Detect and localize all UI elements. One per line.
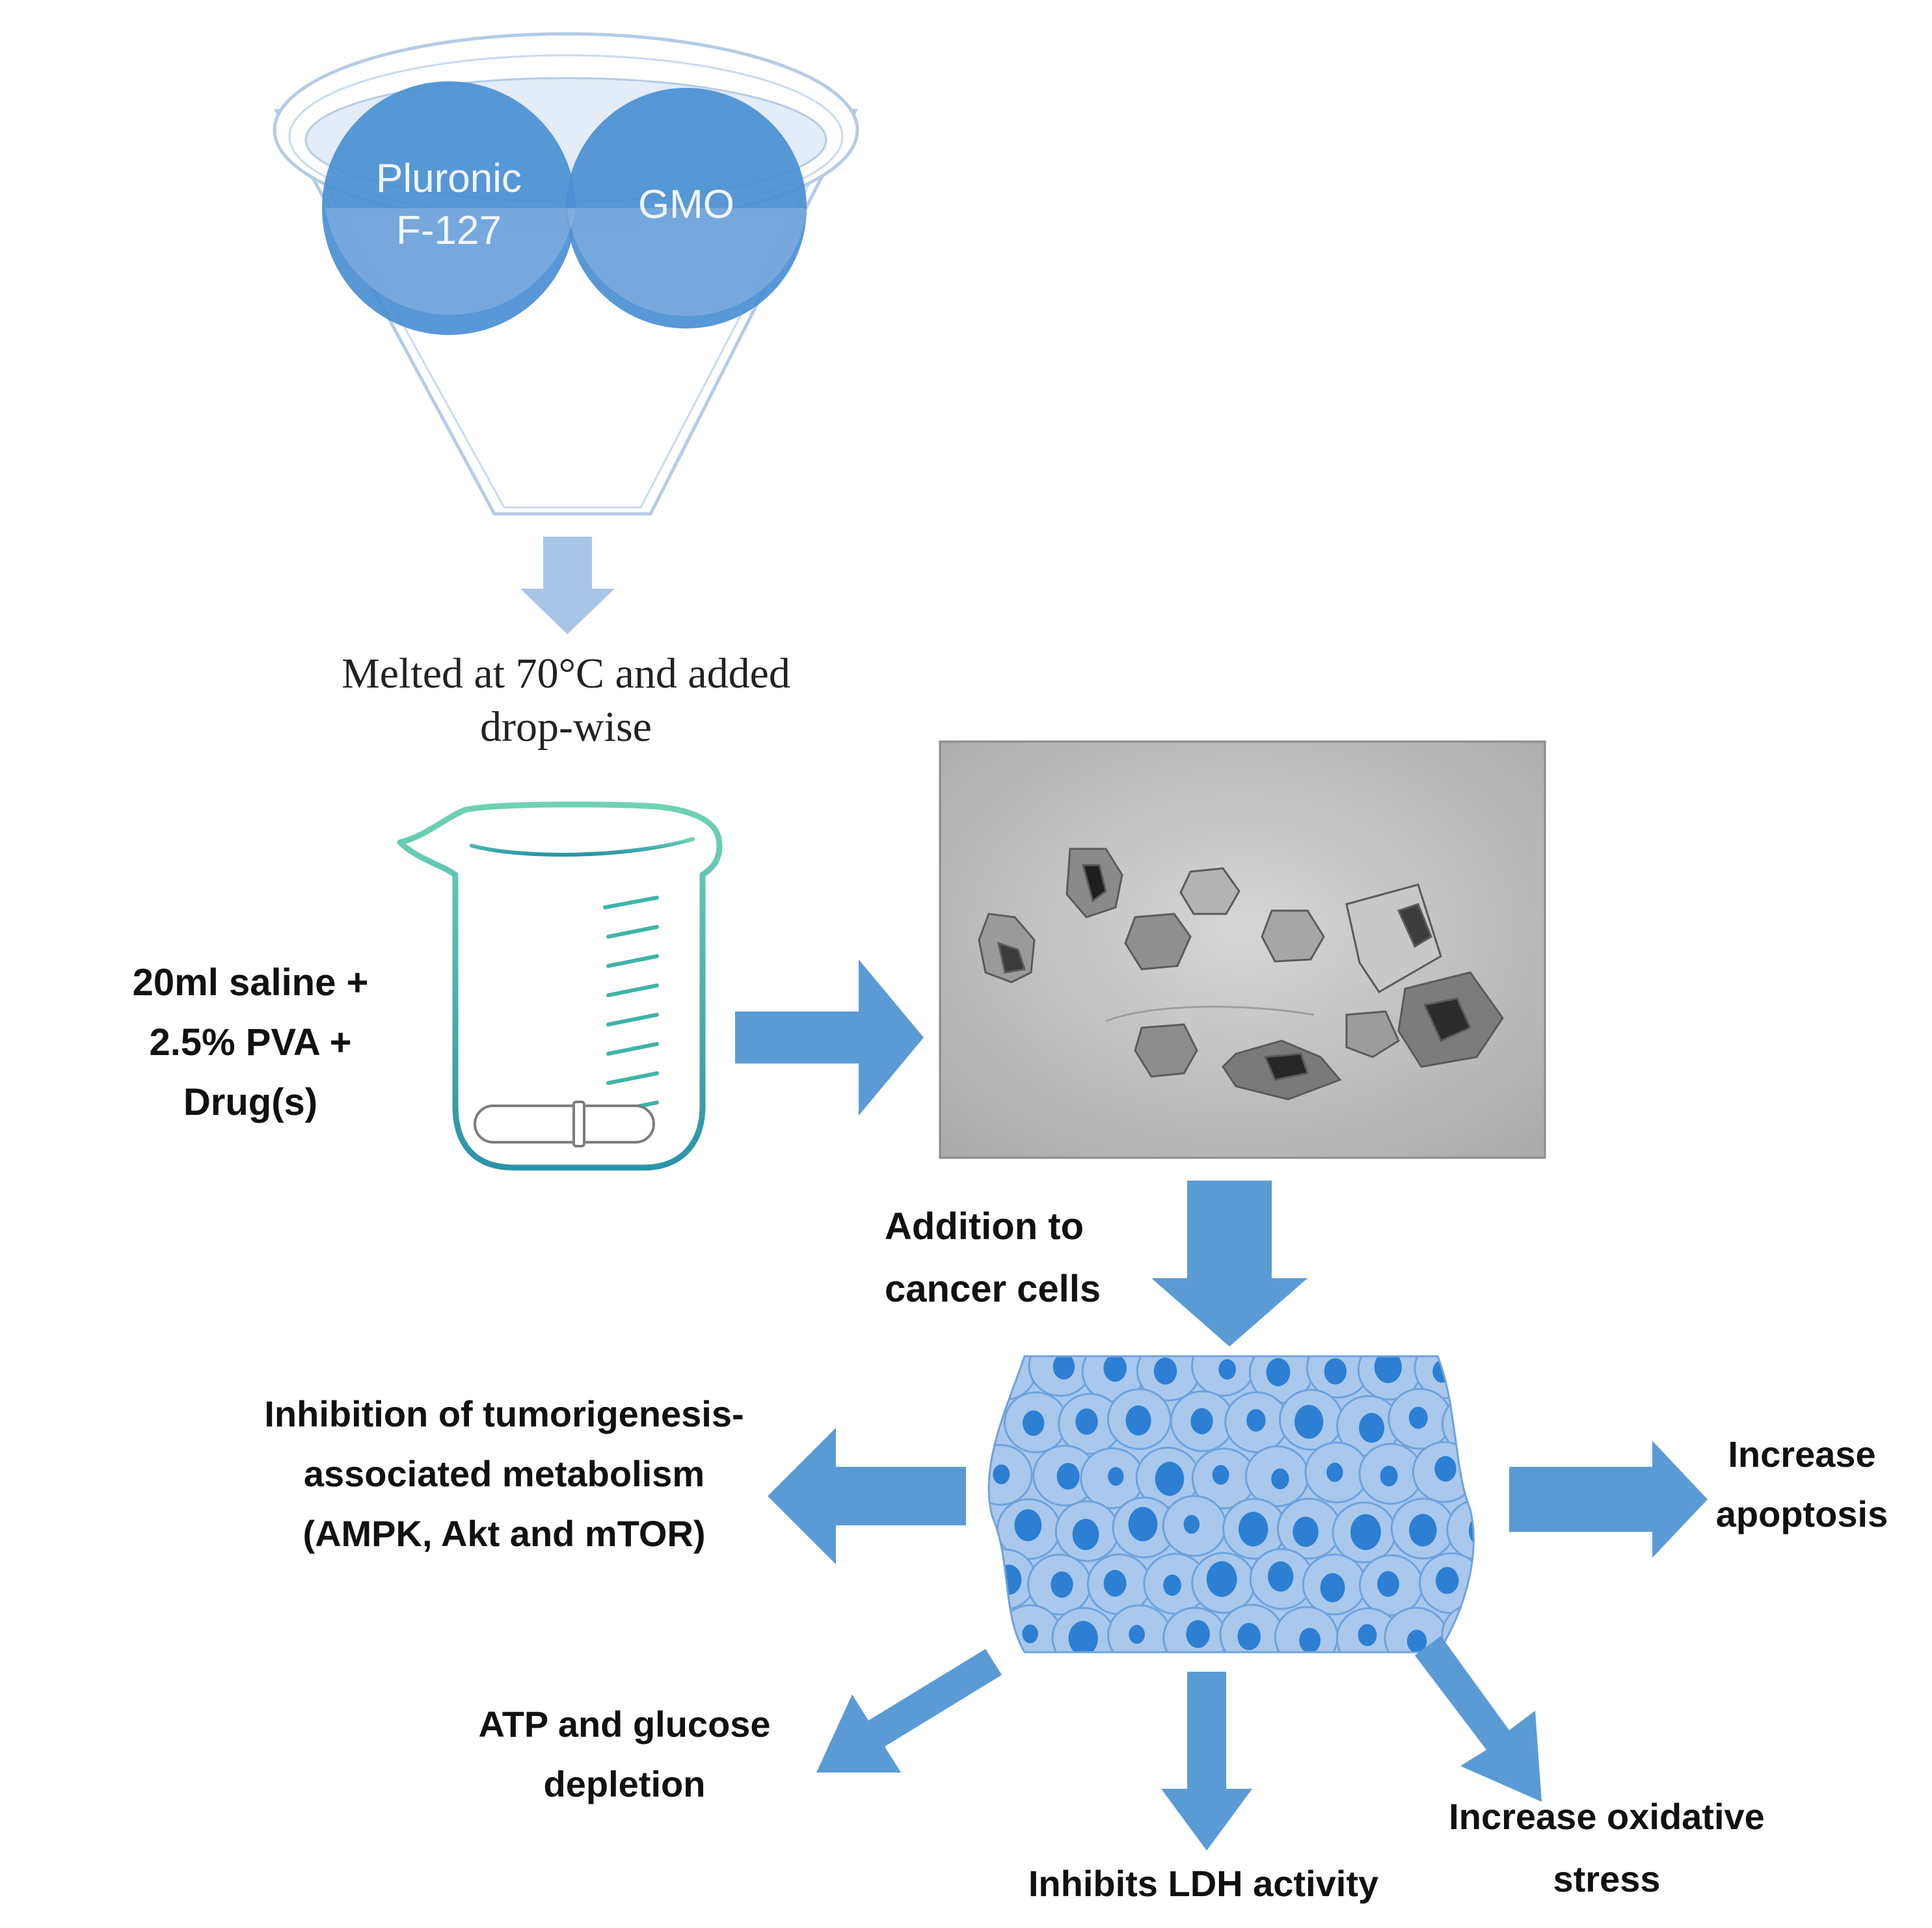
cell-nucleus xyxy=(1103,1570,1127,1597)
cell-nucleus xyxy=(1299,1627,1321,1652)
cell-nucleus xyxy=(1128,1506,1158,1542)
cell-nucleus xyxy=(1271,1468,1289,1490)
arrow-oxidative-stress xyxy=(1415,1636,1542,1802)
cell-nucleus xyxy=(1186,1620,1210,1648)
beaker-icon xyxy=(397,801,723,1171)
addition-step-label: Addition to cancer cells xyxy=(885,1205,1101,1310)
cell-nucleus xyxy=(1163,1574,1181,1596)
effect-atp-label: ATP and glucose depletion xyxy=(478,1704,771,1804)
cell-nucleus xyxy=(1206,1561,1237,1598)
cell-nucleus xyxy=(1434,1456,1456,1482)
cell-nucleus xyxy=(1295,1404,1324,1439)
cell-nucleus xyxy=(1380,1466,1398,1487)
effect-apoptosis-label: Increase apoptosis xyxy=(1715,1434,1888,1534)
cell-nucleus xyxy=(1359,1413,1385,1443)
left-arrow-metabolism xyxy=(768,1428,966,1564)
cell-nucleus xyxy=(1377,1571,1399,1597)
down-arrow-funnel xyxy=(520,537,615,634)
cell-nucleus xyxy=(1072,1518,1099,1551)
cell-nucleus xyxy=(1436,1566,1459,1594)
cell-nucleus xyxy=(1056,1462,1080,1490)
gmo-label: GMO xyxy=(637,182,735,227)
cell-nucleus xyxy=(1239,1512,1268,1547)
cell-nucleus xyxy=(1023,1410,1045,1436)
cell-nucleus xyxy=(1324,1358,1347,1385)
cell-nucleus xyxy=(1409,1514,1437,1547)
cell-nucleus xyxy=(1293,1516,1319,1547)
cell-nucleus xyxy=(1212,1465,1229,1485)
effect-ldh-label: Inhibits LDH activity xyxy=(1028,1863,1379,1904)
melt-step-label: Melted at 70°C and added drop-wise xyxy=(342,650,790,751)
cell xyxy=(989,1356,1038,1401)
cell-nucleus xyxy=(1320,1573,1345,1603)
cell-nucleus xyxy=(1108,1467,1124,1486)
cell-nucleus xyxy=(1350,1514,1381,1550)
cell xyxy=(989,1548,1037,1611)
cell-nucleus xyxy=(1153,1357,1177,1385)
cell-nucleus xyxy=(1406,1629,1427,1652)
cell-nucleus xyxy=(1103,1356,1127,1382)
cell-nucleus xyxy=(1408,1406,1428,1429)
cell-nucleus xyxy=(996,1564,1022,1595)
cell-nucleus xyxy=(1237,1623,1261,1650)
cell-nucleus xyxy=(1068,1620,1098,1652)
cell-nucleus xyxy=(1022,1624,1038,1644)
cell-nucleus xyxy=(1326,1462,1343,1482)
cell-nucleus xyxy=(1014,1509,1042,1542)
cell-nucleus xyxy=(1075,1408,1098,1435)
cell-nucleus xyxy=(1053,1356,1075,1380)
pluronic-label: Pluronic F-127 xyxy=(376,156,522,253)
cell-nucleus xyxy=(1125,1405,1151,1436)
right-arrow-beaker xyxy=(735,959,924,1116)
cell-nucleus xyxy=(1155,1462,1185,1496)
cell-nucleus xyxy=(1190,1408,1213,1434)
beaker-contents-label: 20ml saline + 2.5% PVA + Drug(s) xyxy=(132,961,369,1123)
effect-oxidative-label: Increase oxidative stress xyxy=(1449,1796,1765,1899)
cancer-cells xyxy=(987,1355,1475,1654)
cell-nucleus xyxy=(993,1464,1010,1484)
effect-metabolism-label: Inhibition of tumorigenesis- associated … xyxy=(264,1393,744,1554)
cell-nucleus xyxy=(990,1356,1013,1381)
cell-nucleus xyxy=(1129,1625,1145,1644)
cell-nucleus xyxy=(1051,1571,1073,1598)
cell-nucleus xyxy=(1460,1404,1474,1440)
cell-nucleus xyxy=(1267,1561,1294,1592)
cell xyxy=(1446,1499,1474,1561)
down-arrow-tem xyxy=(1151,1181,1308,1346)
right-arrow-apoptosis xyxy=(1509,1441,1708,1558)
tem-micrograph xyxy=(939,740,1546,1159)
cell-nucleus xyxy=(1246,1409,1266,1432)
stir-bar-icon xyxy=(474,1101,655,1147)
cell-nucleus xyxy=(1266,1358,1291,1387)
cell-nucleus xyxy=(1183,1515,1200,1534)
arrow-ldh xyxy=(1161,1672,1252,1851)
cell-nucleus xyxy=(1218,1359,1236,1380)
cell-nucleus xyxy=(1374,1356,1402,1384)
cell-nucleus xyxy=(1457,1623,1474,1652)
arrow-atp-depletion xyxy=(816,1649,1002,1773)
cell-nucleus xyxy=(1358,1624,1377,1646)
